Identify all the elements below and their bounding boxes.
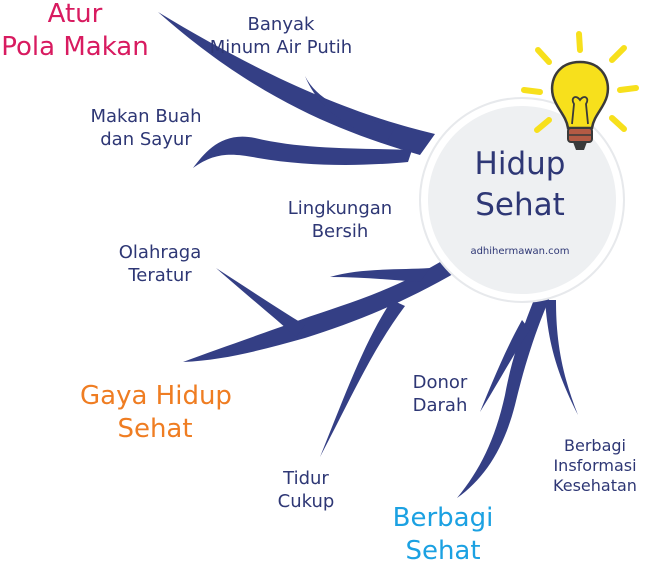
subtopic-minum-air-line1: Banyak (247, 14, 315, 35)
branch-tidur (320, 300, 405, 457)
subtopic-olahraga-line2: Teratur (128, 264, 192, 286)
branch-olahraga (216, 268, 305, 337)
subtopic-lingkungan-line2: Bersih (311, 220, 369, 242)
subtopic-lingkungan: Lingkungan Bersih (278, 198, 402, 243)
subtopic-minum-air-line2: Minum Air Putih (209, 36, 353, 58)
category-berbagi-line1: Berbagi (392, 503, 494, 533)
subtopic-minum-air: Banyak Minum Air Putih (208, 14, 354, 59)
subtopic-informasi-line3: Kesehatan (553, 476, 637, 495)
category-gaya-hidup-line1: Gaya Hidup (80, 381, 232, 411)
subtopic-informasi-line2: Insformasi (553, 456, 637, 475)
branch-donor (480, 320, 530, 412)
subtopic-olahraga: Olahraga Teratur (108, 242, 212, 287)
branch-lingkungan (330, 268, 430, 282)
category-berbagi-line2: Sehat (405, 536, 481, 567)
center-title: Hidup Sehat (444, 144, 596, 226)
category-gaya-hidup: Gaya Hidup Sehat (80, 380, 232, 447)
subtopic-lingkungan-line1: Lingkungan (287, 198, 393, 219)
subtopic-informasi: Berbagi Insformasi Kesehatan (540, 436, 650, 496)
branch-gaya-hidup (183, 256, 460, 362)
subtopic-buah-sayur-line2: dan Sayur (100, 128, 192, 150)
category-gaya-hidup-line2: Sehat (117, 414, 193, 445)
category-berbagi: Berbagi Sehat (388, 502, 498, 569)
center-url: adhihermawan.com (470, 246, 570, 257)
subtopic-donor: Donor Darah (404, 372, 476, 417)
lightbulb-icon (521, 31, 639, 150)
category-pola-makan-line1: Atur (47, 0, 103, 29)
branch-minum-air (305, 76, 395, 143)
branch-buah-sayur (193, 136, 412, 168)
subtopic-informasi-line1: Berbagi (564, 436, 626, 455)
center-title-line1: Hidup (474, 146, 566, 182)
subtopic-tidur-line2: Cukup (277, 490, 335, 512)
subtopic-donor-line2: Darah (412, 394, 468, 416)
subtopic-tidur-line1: Tidur (283, 468, 329, 489)
branch-informasi (545, 300, 578, 415)
center-title-line2: Sehat (475, 186, 565, 223)
category-pola-makan-line2: Pola Makan (1, 32, 149, 63)
branch-berbagi (457, 268, 562, 498)
center-circle (428, 106, 616, 294)
subtopic-buah-sayur: Makan Buah dan Sayur (88, 106, 204, 151)
subtopic-olahraga-line1: Olahraga (118, 242, 202, 263)
subtopic-buah-sayur-line1: Makan Buah (90, 106, 202, 127)
subtopic-donor-line1: Donor (412, 372, 468, 393)
subtopic-tidur: Tidur Cukup (266, 468, 346, 513)
category-pola-makan: Atur Pola Makan (0, 0, 150, 65)
